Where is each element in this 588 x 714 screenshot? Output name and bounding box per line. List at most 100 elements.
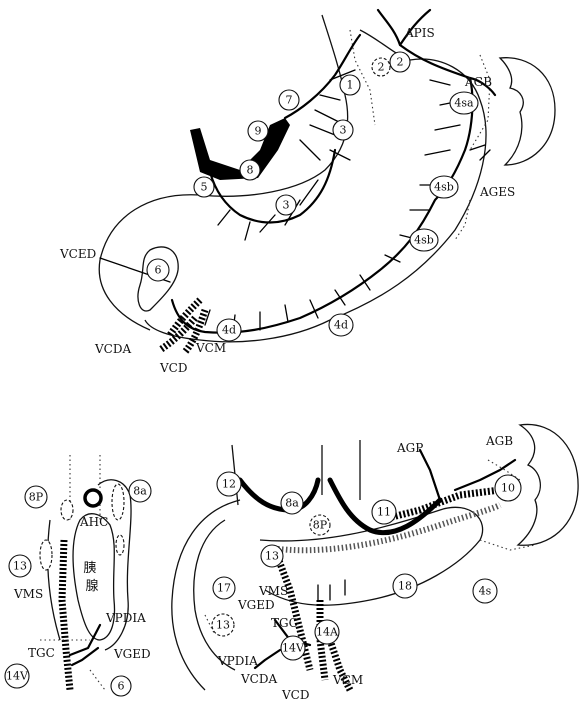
node-label: 8a [133, 485, 147, 498]
bl-node-14v: 14V [4, 663, 30, 689]
top-node-5: 5 [193, 176, 215, 198]
lesser-curvature-artery [283, 33, 362, 120]
br-node-12: 12 [216, 471, 242, 497]
br-node-14v: 14V [280, 635, 306, 661]
node-label: 8P [29, 491, 44, 504]
stippled-node [39, 539, 53, 571]
node-label: 14V [282, 642, 305, 655]
node-label: 3 [283, 199, 290, 212]
label-apis: APIS [404, 26, 435, 40]
top-node-9: 9 [247, 120, 269, 142]
node-label: 13 [216, 619, 230, 632]
node-label: 18 [398, 580, 412, 593]
pancreas-char-2: 腺 [85, 579, 98, 594]
label-vpdia: VPDIA [105, 611, 146, 625]
stippled-node [60, 499, 74, 521]
node-label: 8P [313, 519, 328, 532]
duodenum-outline [171, 499, 241, 691]
pancreas-body-diagram: 12 8a 8P 11 10 13 17 18 13 14A 14V 4s AG… [171, 423, 579, 702]
bl-node-13: 13 [8, 554, 32, 578]
stippled-node [115, 534, 125, 556]
label-agb: AGB [464, 75, 492, 89]
node-label: 10 [501, 482, 515, 495]
br-node-10: 10 [494, 474, 522, 502]
ahc-ring [83, 488, 103, 508]
node-label: 4d [222, 324, 236, 337]
node-label: 8 [247, 164, 254, 177]
spleen-outline [498, 57, 556, 166]
stippled-node [111, 483, 125, 521]
top-node-2a: 2 [371, 57, 391, 77]
br-node-13a: 13 [260, 544, 284, 568]
top-node-4sb-b: 4sb [409, 228, 439, 252]
pancreas-head-outline [72, 513, 116, 641]
label-vcda: VCDA [240, 672, 277, 686]
vpdia-vein [68, 623, 102, 657]
top-node-4sa: 4sa [449, 91, 479, 115]
label-vms: VMS [13, 587, 43, 601]
label-vcm: VCM [332, 673, 363, 687]
br-node-11: 11 [371, 499, 397, 525]
node-label: 4sb [434, 181, 454, 194]
agp-artery [418, 448, 442, 502]
spleen-outline [516, 423, 579, 546]
left-gastric-artery [190, 118, 290, 180]
label-vged: VGED [113, 647, 151, 661]
vged-vein [70, 646, 100, 667]
top-node-1: 1 [339, 74, 361, 96]
node-label: 14A [316, 626, 339, 639]
bl-node-6: 6 [110, 675, 132, 697]
node-label: 4sb [414, 234, 434, 247]
label-ahc: AHC [79, 515, 108, 529]
node-label: 12 [222, 478, 236, 491]
top-node-4d-b: 4d [328, 313, 354, 337]
top-node-4d-a: 4d [216, 318, 242, 342]
duodenum-outline [97, 479, 132, 651]
label-vpdia: VPDIA [217, 654, 258, 668]
vms-vein [58, 539, 74, 691]
node-label: 4s [479, 585, 492, 598]
pancreas-head-diagram: 8P 8a 13 14V 6 AHC VMS VPDIA TGC VGED 胰 … [4, 455, 152, 697]
bl-node-8p: 8P [24, 485, 48, 509]
lymph-boundary [204, 614, 216, 636]
node-label: 11 [377, 506, 391, 519]
br-node-14a: 14A [314, 619, 340, 645]
lesser-curvature-artery [208, 148, 337, 224]
veins-pyloric [158, 297, 209, 355]
top-node-2b: 2 [389, 51, 411, 73]
label-agp: AGP [396, 441, 423, 455]
greater-curvature-artery [170, 8, 497, 334]
label-vcda: VCDA [94, 342, 131, 356]
vpdia-vein [253, 648, 282, 670]
node-label: 13 [13, 560, 27, 573]
splenic-vein [269, 502, 502, 554]
node-label: 14V [6, 670, 29, 683]
node-label: 6 [155, 264, 162, 277]
top-node-3b: 3 [275, 194, 297, 216]
pancreas-char-1: 胰 [83, 561, 96, 576]
label-vcm: VCM [195, 341, 226, 355]
lymph-boundary [89, 669, 106, 691]
celiac-artery [237, 477, 443, 536]
node-label: 13 [265, 550, 279, 563]
top-node-8: 8 [239, 159, 261, 181]
agb-artery [453, 458, 517, 492]
lymph-boundary [349, 29, 376, 126]
label-pancreas: 胰 腺 [83, 561, 100, 594]
node-label: 2 [378, 61, 385, 74]
node-label: 2 [397, 56, 404, 69]
label-vcd: VCD [159, 361, 187, 375]
label-agb: AGB [485, 434, 513, 448]
bl-node-8a: 8a [128, 479, 152, 503]
node-label: 4sa [454, 97, 474, 110]
top-node-3a: 3 [332, 119, 354, 141]
node-label: 1 [347, 79, 354, 92]
node-label: 4d [334, 319, 348, 332]
top-node-4sb-a: 4sb [429, 175, 459, 199]
br-node-13b: 13 [211, 613, 235, 637]
node-label: 9 [255, 125, 262, 138]
label-tgc: TGC [28, 646, 55, 660]
node-label: 17 [217, 582, 231, 595]
node-label: 7 [286, 94, 293, 107]
